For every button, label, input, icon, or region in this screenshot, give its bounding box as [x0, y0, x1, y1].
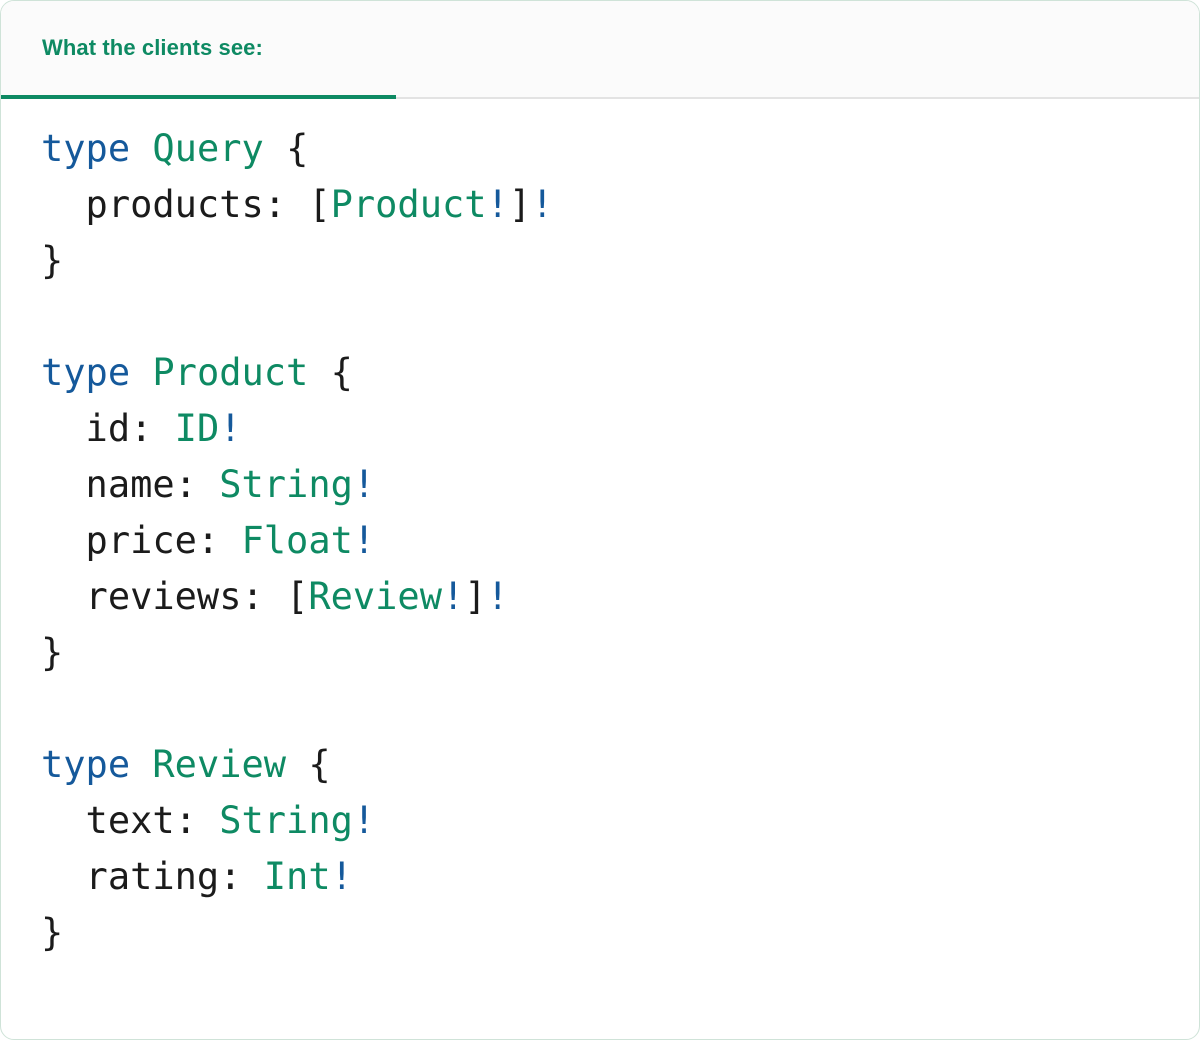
code-line: price: Float! — [41, 513, 1199, 569]
code-token-punc: [ — [308, 183, 331, 226]
code-line: type Review { — [41, 737, 1199, 793]
code-token-punc: : — [130, 407, 175, 450]
code-token-type: String — [219, 799, 353, 842]
code-token-bang: ! — [486, 183, 509, 226]
code-token-field: name — [41, 463, 175, 506]
code-token-type: ID — [174, 407, 220, 450]
code-token-field: text — [41, 799, 175, 842]
code-token-punc: : — [174, 799, 220, 842]
code-token-kw: type — [41, 127, 131, 170]
code-token-type: Int — [263, 855, 331, 898]
code-token-bang: ! — [486, 575, 509, 618]
code-token-punc — [264, 127, 286, 170]
code-line: } — [41, 905, 1199, 961]
code-token-type: Review — [152, 743, 287, 786]
code-token-bang: ! — [330, 855, 353, 898]
code-token-punc: : — [241, 575, 287, 618]
code-token-punc: [ — [286, 575, 309, 618]
code-token-bang: ! — [352, 799, 376, 842]
code-token-punc: } — [41, 911, 64, 954]
code-token-bang: ! — [352, 463, 376, 506]
code-token-punc — [130, 351, 152, 394]
code-token-type: Query — [152, 127, 264, 170]
code-token-punc: : — [174, 463, 220, 506]
code-token-kw: type — [41, 743, 131, 786]
code-token-punc: { — [330, 351, 353, 394]
code-line: reviews: [Review!]! — [41, 569, 1199, 625]
code-line: type Query { — [41, 121, 1199, 177]
code-token-type: Float — [241, 519, 353, 562]
code-token-type: String — [219, 463, 353, 506]
code-token-punc: { — [286, 127, 309, 170]
code-token-bang: ! — [352, 519, 376, 562]
code-token-punc: { — [308, 743, 331, 786]
code-token-bang: ! — [219, 407, 242, 450]
code-line — [41, 289, 1199, 345]
code-token-punc — [308, 351, 330, 394]
code-line: text: String! — [41, 793, 1199, 849]
code-token-kw: type — [41, 351, 131, 394]
graphql-schema-code: type Query { products: [Product!]!} type… — [41, 121, 1199, 961]
code-token-type: Product — [152, 351, 309, 394]
code-token-punc: : — [263, 183, 309, 226]
code-token-punc — [130, 743, 152, 786]
code-token-field: reviews — [41, 575, 242, 618]
code-token-bang: ! — [441, 575, 465, 618]
tab-strip: What the clients see: — [1, 1, 1199, 99]
code-line: products: [Product!]! — [41, 177, 1199, 233]
tab-label: What the clients see: — [42, 35, 263, 60]
code-token-field: price — [41, 519, 197, 562]
code-token-punc: : — [219, 855, 264, 898]
code-token-punc — [286, 743, 308, 786]
code-line: id: ID! — [41, 401, 1199, 457]
code-token-punc: ] — [508, 183, 532, 226]
code-token-punc: } — [41, 631, 64, 674]
code-token-field: products — [41, 183, 264, 226]
code-token-field: id — [41, 407, 131, 450]
code-line: rating: Int! — [41, 849, 1199, 905]
code-line: } — [41, 233, 1199, 289]
code-line: } — [41, 625, 1199, 681]
code-token-punc — [130, 127, 152, 170]
code-token-punc: : — [196, 519, 242, 562]
code-token-field: rating — [41, 855, 220, 898]
code-token-type: Product — [330, 183, 487, 226]
tab-what-the-clients-see[interactable]: What the clients see: — [1, 1, 396, 99]
code-token-punc: ] — [464, 575, 487, 618]
code-area: type Query { products: [Product!]!} type… — [1, 99, 1199, 961]
code-line: type Product { — [41, 345, 1199, 401]
code-token-punc: } — [41, 239, 64, 282]
code-line: name: String! — [41, 457, 1199, 513]
code-line — [41, 681, 1199, 737]
code-token-type: Review — [308, 575, 442, 618]
code-token-bang: ! — [531, 183, 554, 226]
